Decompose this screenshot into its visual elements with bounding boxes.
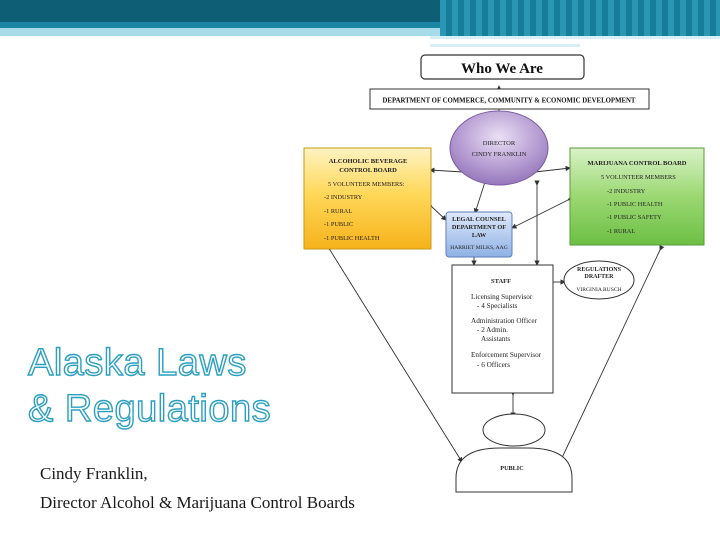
public-label: PUBLIC <box>500 465 523 472</box>
mcb-board-box: MARIJUANA CONTROL BOARD 5 VOLUNTEER MEMB… <box>569 147 705 246</box>
abc-title-1: ALCOHOLIC BEVERAGE <box>329 158 408 165</box>
regs-line-2: DRAFTER <box>584 274 614 280</box>
subtitle-role: Director Alcohol & Marijuana Control Boa… <box>40 493 355 512</box>
public-person-icon: PUBLIC <box>455 413 573 493</box>
staff-title: STAFF <box>491 278 511 285</box>
header-band-pattern <box>440 0 720 36</box>
abc-title-2: CONTROL BOARD <box>339 167 397 174</box>
mcb-item: -2 INDUSTRY <box>607 188 646 195</box>
header-band-light <box>0 28 720 36</box>
mcb-members: 5 VOLUNTEER MEMBERS <box>601 174 676 181</box>
legal-line-1: LEGAL COUNSEL <box>452 216 506 223</box>
mcb-title: MARIJUANA CONTROL BOARD <box>588 160 687 167</box>
staff-line: Administration Officer <box>471 317 538 325</box>
abc-item: -1 PUBLIC HEALTH <box>324 235 380 242</box>
slide-title-line-2: & Regulations <box>27 387 272 430</box>
staff-line: Licensing Supervisor <box>471 293 533 301</box>
slide-title-line-1: Alaska Laws <box>27 341 247 384</box>
legal-name: HARRIET MILKS, AAG <box>450 245 508 251</box>
department-box: DEPARTMENT OF COMMERCE, COMMUNITY & ECON… <box>369 88 650 110</box>
legal-counsel-box: LEGAL COUNSEL DEPARTMENT OF LAW HARRIET … <box>445 211 513 258</box>
header-underline <box>430 36 720 39</box>
abc-item: -1 RURAL <box>324 208 352 215</box>
staff-line: - 6 Officers <box>477 361 510 369</box>
department-label: DEPARTMENT OF COMMERCE, COMMUNITY & ECON… <box>383 98 636 105</box>
subtitle-name: Cindy Franklin, <box>40 464 148 483</box>
abc-members: 5 VOLUNTEER MEMBERS: <box>328 181 405 188</box>
who-we-are-box: Who We Are <box>420 54 585 80</box>
staff-line: Enforcement Supervisor <box>471 351 542 359</box>
mcb-item: -1 PUBLIC SAFETY <box>607 214 662 221</box>
abc-board-box: ALCOHOLIC BEVERAGE CONTROL BOARD 5 VOLUN… <box>303 147 432 250</box>
staff-line: - 2 Admin. <box>477 326 508 334</box>
mcb-item: -1 RURAL <box>607 228 635 235</box>
connector-lines <box>325 85 665 463</box>
abc-item: -2 INDUSTRY <box>324 194 363 201</box>
legal-line-2: DEPARTMENT OF <box>452 224 506 231</box>
header-band-accent <box>0 22 720 28</box>
header-underline-2 <box>430 44 580 47</box>
regs-name: VIRGINIA RUSCH <box>576 287 621 293</box>
regulations-drafter-node: REGULATIONS DRAFTER VIRGINIA RUSCH <box>563 260 635 300</box>
legal-line-3: LAW <box>472 232 487 239</box>
director-name: CINDY FRANKLIN <box>472 151 527 158</box>
staff-box: STAFF Licensing Supervisor - 4 Specialis… <box>451 264 554 394</box>
mcb-item: -1 PUBLIC HEALTH <box>607 201 663 208</box>
director-node: DIRECTOR CINDY FRANKLIN <box>449 110 549 186</box>
regs-line-1: REGULATIONS <box>577 267 622 273</box>
slide-title: Alaska Laws & Regulations <box>27 340 272 432</box>
staff-line: Assistants <box>481 335 510 343</box>
director-title: DIRECTOR <box>483 140 516 147</box>
chart-heading: Who We Are <box>461 61 543 77</box>
abc-item: -1 PUBLIC <box>324 221 353 228</box>
staff-line: - 4 Specialists <box>477 302 518 310</box>
